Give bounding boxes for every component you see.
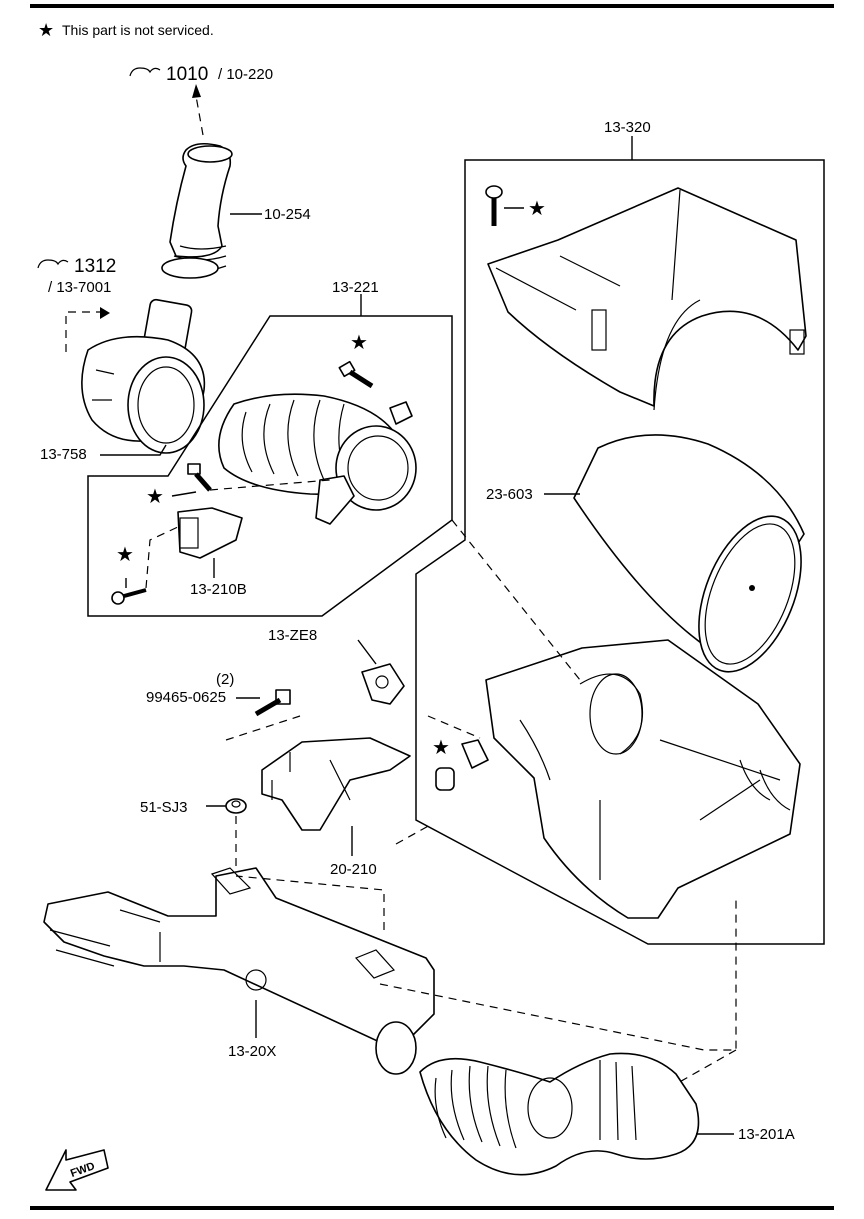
ref-1312-sub: / 13-7001 [48,279,111,296]
label-13-210B: 13-210B [190,581,247,598]
label-13-758: 13-758 [40,446,87,463]
frame-13-320 [415,159,825,945]
bolt-left-13-221[interactable] [187,463,212,492]
ref-1010-leader [195,95,204,136]
label-23-603: 23-603 [486,486,533,503]
screw-13-320[interactable] [485,185,503,226]
frame-13-221 [87,315,453,617]
bolt-13-221[interactable] [338,360,374,389]
bracket-20-210[interactable] [261,737,411,831]
note-star-icon: ★ [38,20,54,40]
dash-screw-210B [145,525,181,589]
dash-20-210 [395,823,433,845]
ref-1010-sub: / 10-220 [218,66,273,83]
leader-13-ZE8 [357,639,377,665]
ref-1010-group[interactable]: 1010 / 10-220 [129,64,273,85]
label-51-SJ3: 51-SJ3 [140,799,188,816]
grommet-case[interactable] [435,739,489,791]
arrow-up-icon [192,84,201,98]
dash-99465 [225,715,301,741]
label-20-210: 20-210 [330,861,377,878]
fwd-arrow-icon: FWD [45,1149,109,1191]
star-icon-case: ★ [432,737,450,759]
dash-bolt-left [209,479,331,491]
ref-1312-leader [65,311,100,352]
filter-23-603[interactable] [573,434,822,687]
star-icon-bolt-left: ★ [146,486,164,508]
label-99465-qty: (2) [216,671,234,688]
duct-13-20X[interactable] [43,867,435,1075]
leader-13-758 [100,444,167,456]
dash-13-201A-case [379,900,737,1051]
ref-1312-group[interactable]: 1312 / 13-7001 [37,256,116,296]
dash-13-221-to-case [451,519,581,681]
housing-13-758[interactable] [81,298,206,454]
label-13-20X: 13-20X [228,1043,276,1060]
dash-13-201A-right [675,1049,737,1085]
label-13-ZE8: 13-ZE8 [268,627,317,644]
duct-13-221[interactable] [218,393,417,525]
star-icon-13-210B: ★ [116,544,134,566]
star-icon-13-221: ★ [350,332,368,354]
hose-10-254[interactable] [161,142,233,279]
bracket-13-ZE8[interactable] [361,663,405,705]
dash-grommet [427,715,481,739]
label-13-320: 13-320 [604,119,651,136]
ref-book-icon [129,67,161,77]
cover-13-320[interactable] [487,187,807,411]
hose-13-201A[interactable] [419,1052,700,1176]
label-10-254: 10-254 [264,206,311,223]
ref-1010-main: 1010 [166,64,208,85]
note-text: This part is not serviced. [62,22,214,38]
arrow-right-icon [100,307,110,319]
label-99465-0625: 99465-0625 [146,689,226,706]
sensor-13-210B[interactable] [177,507,243,559]
bolt-99465-0625[interactable] [254,689,291,717]
screw-13-210B[interactable] [111,588,147,605]
label-13-221: 13-221 [332,279,379,296]
leader-star-bolt-left [171,491,197,497]
nut-51-SJ3[interactable] [225,798,247,814]
ref-1312-main: 1312 [74,256,116,277]
ref-book-icon-2 [37,259,69,269]
label-13-201A: 13-201A [738,1126,795,1143]
star-icon-cover: ★ [528,198,546,220]
case-13-320[interactable] [485,639,801,919]
